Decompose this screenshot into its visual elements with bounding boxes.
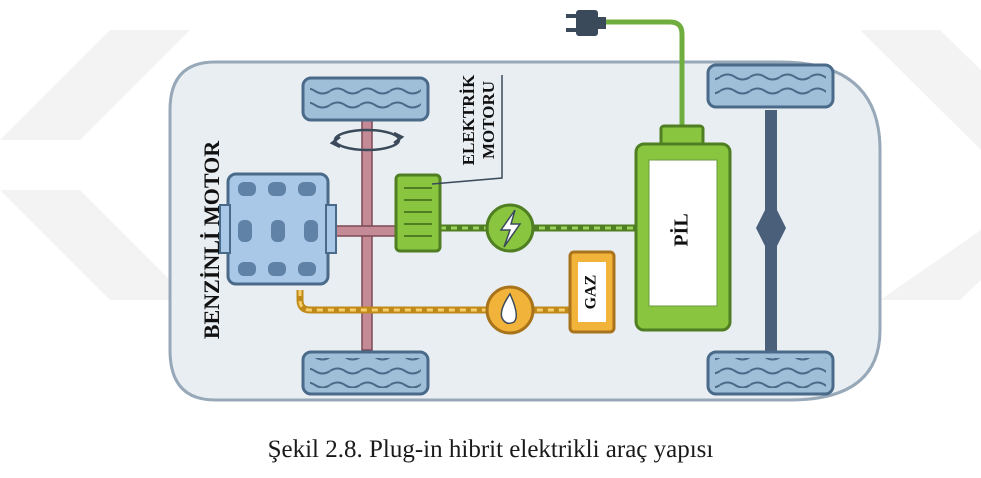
electric-motor xyxy=(394,173,442,253)
fuel-tank-label: GAZ xyxy=(583,275,600,310)
fuel-drop-icon xyxy=(485,285,535,335)
wheel-front-left xyxy=(301,76,430,122)
wheel-rear-left xyxy=(706,63,835,109)
engine-label: BENZİNLİ MOTOR xyxy=(199,140,224,339)
battery-label: PİL xyxy=(669,213,693,246)
electric-motor-label-line2: MOTORU xyxy=(479,81,498,159)
drive-shaft xyxy=(327,225,399,237)
watermark-chevrons xyxy=(0,30,981,300)
battery xyxy=(634,124,732,332)
charging-cable xyxy=(604,19,685,128)
fuel-tank xyxy=(568,250,616,334)
rotation-arrow-icon xyxy=(329,128,405,152)
rear-differential xyxy=(756,198,786,258)
gasoline-engine xyxy=(219,172,337,286)
wheel-front-right xyxy=(301,350,430,396)
phev-structure-diagram: BENZİNLİ MOTOR ELEKTRİK MOTORU PİL GAZ xyxy=(0,10,981,402)
figure-caption: Şekil 2.8. Plug-in hibrit elektrikli ara… xyxy=(267,436,714,463)
motor-label-leader xyxy=(431,75,503,185)
wheel-rear-right xyxy=(706,350,835,396)
lightning-icon xyxy=(485,203,535,253)
electric-motor-label-line1: ELEKTRİK xyxy=(459,74,478,165)
plug-icon xyxy=(566,10,606,36)
